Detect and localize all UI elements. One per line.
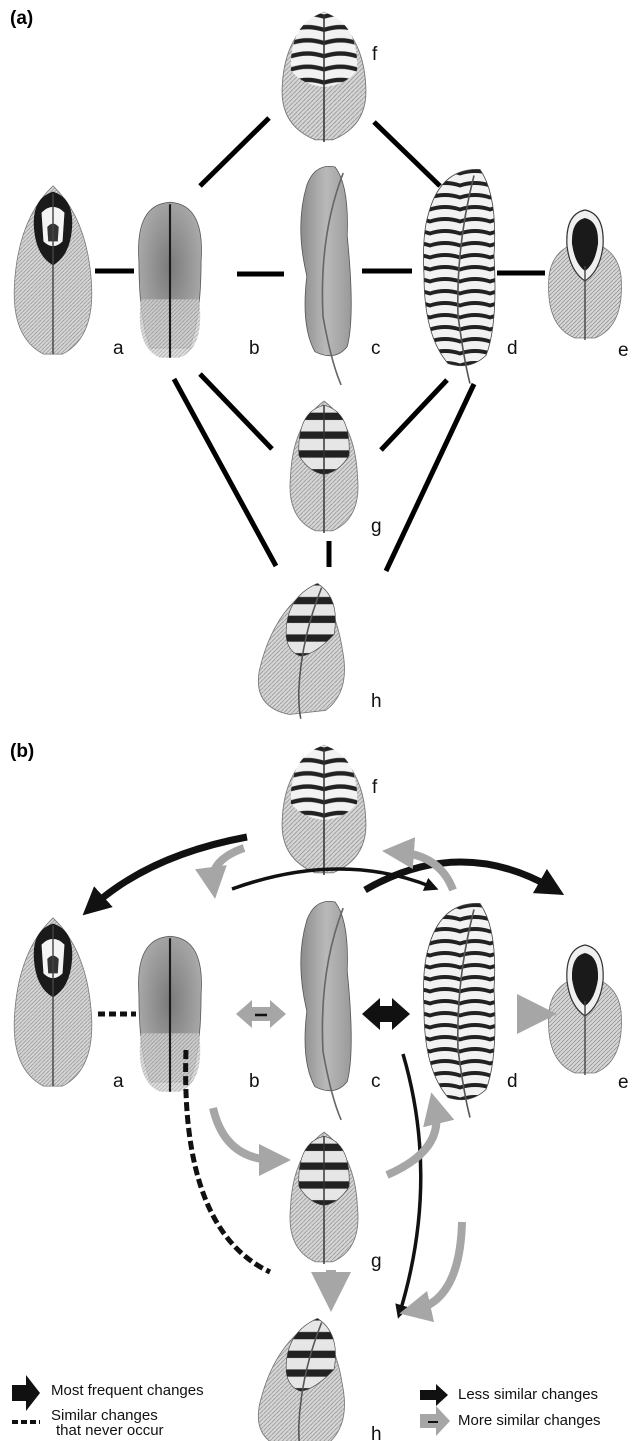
legend-most-frequent-symbol	[12, 1375, 40, 1411]
arrow-d-to-h	[415, 1222, 462, 1310]
label-a-b: a	[113, 1071, 124, 1092]
panel-b: f a b c d e g h	[14, 745, 628, 1441]
label-c-b: c	[371, 1071, 381, 1092]
label-e-b: e	[618, 1072, 629, 1093]
edge-f-d	[374, 122, 440, 186]
legend-more-similar-label: More similar changes	[458, 1412, 601, 1429]
label-g-a: g	[371, 516, 382, 537]
label-b-a: b	[249, 338, 260, 359]
feather-b-a	[139, 202, 202, 357]
arrow-f-to-a	[93, 837, 247, 906]
edge-d-g	[381, 380, 447, 450]
arrow-c-d-bidirectional	[362, 998, 410, 1030]
feather-d-b	[424, 903, 496, 1117]
label-f-a: f	[372, 44, 378, 65]
feather-e-b	[549, 945, 622, 1075]
label-h-b: h	[371, 1424, 382, 1441]
label-c-a: c	[371, 338, 381, 359]
arrow-b-to-g	[213, 1108, 275, 1160]
label-a-a: a	[113, 338, 124, 359]
feather-d-a	[424, 169, 496, 383]
feather-a-a	[14, 186, 92, 354]
label-e-a: e	[618, 340, 629, 361]
edge-b-g	[200, 374, 272, 449]
arrow-to-e	[365, 862, 552, 890]
edge-b-h	[174, 379, 276, 566]
feather-h-a	[258, 583, 344, 718]
legend-less-similar-label: Less similar changes	[458, 1386, 598, 1403]
label-d-b: d	[507, 1071, 518, 1092]
edge-b-f	[200, 118, 269, 186]
label-d-a: d	[507, 338, 518, 359]
arrow-c-to-h	[400, 1054, 421, 1312]
feather-g-b	[290, 1132, 358, 1264]
legend-less-similar-symbol	[420, 1384, 448, 1406]
feather-c-a	[301, 166, 351, 385]
legend-never-occur-label-2: that never occur	[56, 1422, 164, 1439]
label-f-b: f	[372, 777, 378, 798]
feather-c-b	[301, 901, 351, 1120]
feather-f-a	[282, 12, 366, 142]
label-h-a: h	[371, 691, 382, 712]
feather-f-b	[282, 745, 366, 875]
feather-a-b	[14, 918, 92, 1086]
arrow-f-to-b	[213, 848, 244, 883]
label-b-b: b	[249, 1071, 260, 1092]
feather-e-a	[549, 210, 622, 340]
feather-g-a	[290, 401, 358, 533]
arrow-g-to-d	[387, 1108, 436, 1175]
edge-d-h	[386, 384, 474, 571]
panel-a: f a b c d e g h	[14, 12, 628, 718]
arrow-b-c-bidirectional	[236, 1000, 286, 1028]
legend-most-frequent-label: Most frequent changes	[51, 1382, 204, 1399]
label-g-b: g	[371, 1251, 382, 1272]
feather-b-b	[139, 936, 202, 1091]
feather-h-b	[258, 1318, 344, 1441]
